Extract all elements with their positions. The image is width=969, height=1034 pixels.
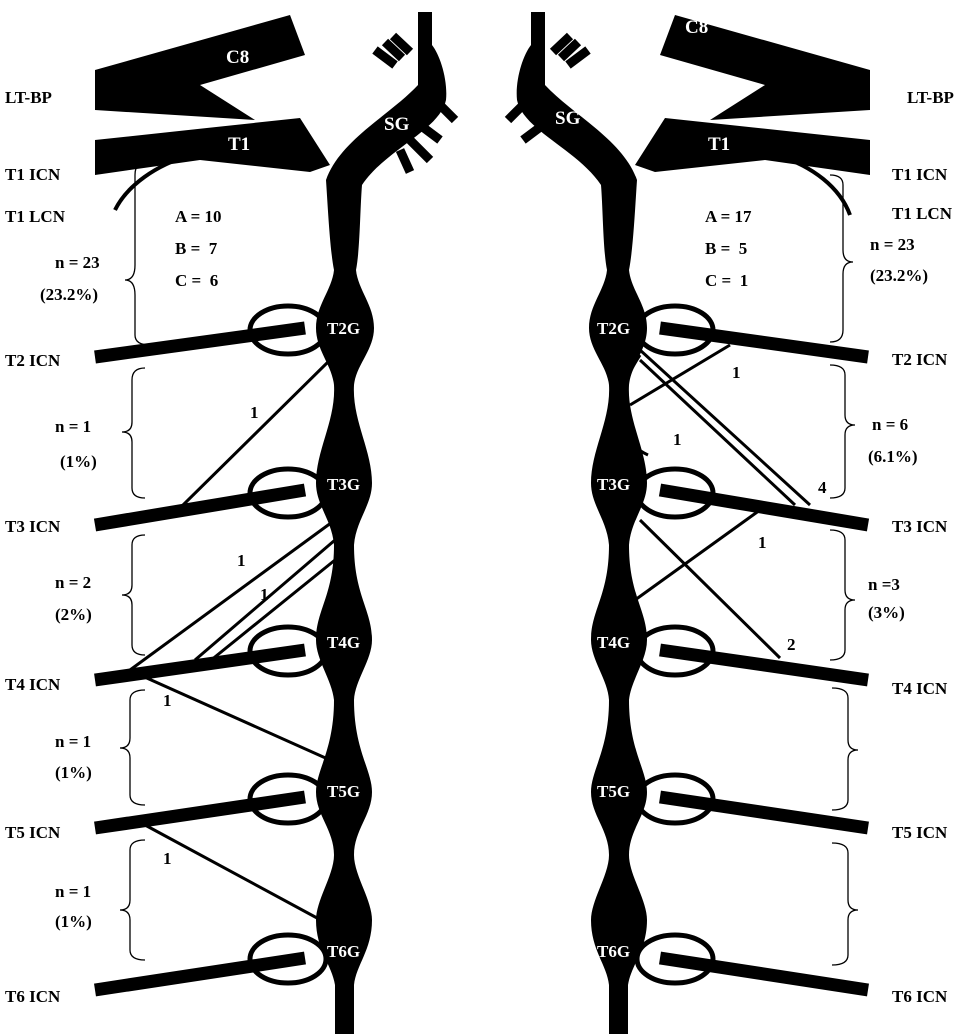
left-abc-a: A = 10	[175, 207, 222, 226]
left-group1-pct: (23.2%)	[40, 285, 98, 304]
left-t4-icn-label: T4 ICN	[5, 675, 61, 694]
left-t3g-label: T3G	[327, 475, 360, 494]
right-count-label: 4	[818, 478, 827, 497]
right-abc-a: A = 17	[705, 207, 752, 226]
left-group5-pct: (1%)	[55, 912, 92, 931]
left-group2-n: n = 1	[55, 417, 91, 436]
right-count-label: 1	[673, 430, 682, 449]
left-group5-n: n = 1	[55, 882, 91, 901]
left-group4-pct: (1%)	[55, 763, 92, 782]
left-diagram: SG T2G T3G T4G T5G T6G C8 T1 LT-BP T1 IC…	[5, 12, 455, 1034]
left-group3-pct: (2%)	[55, 605, 92, 624]
right-group1-pct: (23.2%)	[870, 266, 928, 285]
right-t3g-label: T3G	[597, 475, 630, 494]
left-t2-icn-label: T2 ICN	[5, 351, 61, 370]
left-bp-label: LT-BP	[5, 88, 52, 107]
left-sg-label: SG	[384, 114, 410, 135]
right-t4g-label: T4G	[597, 633, 630, 652]
left-c8-label: C8	[226, 47, 249, 68]
left-t1-lcn-label: T1 LCN	[5, 207, 66, 226]
right-t5g-label: T5G	[597, 782, 630, 801]
left-t4g-label: T4G	[327, 633, 360, 652]
left-count-label: 1	[163, 849, 172, 868]
right-diagram: SG T2G T3G T4G T5G T6G C8 T1 LT-BP T1 IC…	[508, 12, 954, 1034]
left-group2-pct: (1%)	[60, 452, 97, 471]
right-count-label: 2	[787, 635, 796, 654]
right-t2g-label: T2G	[597, 319, 630, 338]
right-t1-root	[635, 118, 870, 175]
right-t1-icn-label: T1 ICN	[892, 165, 948, 184]
left-t1-icn-label: T1 ICN	[5, 165, 61, 184]
right-sg-label: SG	[555, 108, 581, 129]
right-group2-pct: (6.1%)	[868, 447, 918, 466]
left-t5-icn-label: T5 ICN	[5, 823, 61, 842]
left-t6g-label: T6G	[327, 942, 360, 961]
right-group1-n: n = 23	[870, 235, 915, 254]
left-icn-nerves	[95, 328, 305, 990]
right-t6-icn-label: T6 ICN	[892, 987, 948, 1006]
right-c8-label: C8	[685, 17, 708, 38]
right-count-label: 1	[732, 363, 741, 382]
right-t4-icn-label: T4 ICN	[892, 679, 948, 698]
left-c8-root	[95, 15, 305, 120]
right-t5-icn-label: T5 ICN	[892, 823, 948, 842]
left-t1-root	[95, 118, 330, 175]
right-group2-n: n = 6	[872, 415, 908, 434]
left-t2g-label: T2G	[327, 319, 360, 338]
left-t5g-label: T5G	[327, 782, 360, 801]
left-count-label: 1	[237, 551, 246, 570]
left-crossing-connections	[130, 360, 335, 925]
left-t3-icn-label: T3 ICN	[5, 517, 61, 536]
left-group4-n: n = 1	[55, 732, 91, 751]
left-group1-n: n = 23	[55, 253, 100, 272]
left-count-label: 1	[250, 403, 259, 422]
right-t2-icn-label: T2 ICN	[892, 350, 948, 369]
left-abc-b: B = 7	[175, 239, 218, 258]
right-group3-pct: (3%)	[868, 603, 905, 622]
right-t1-lcn-label: T1 LCN	[892, 204, 953, 223]
left-t6-icn-label: T6 ICN	[5, 987, 61, 1006]
left-braces	[120, 160, 150, 960]
right-abc-b: B = 5	[705, 239, 747, 258]
right-t1-label: T1	[708, 134, 730, 155]
right-group3-n: n =3	[868, 575, 900, 594]
left-abc-c: C = 6	[175, 271, 218, 290]
left-count-label: 1	[163, 691, 172, 710]
right-count-label: 1	[758, 533, 767, 552]
left-t1-label: T1	[228, 134, 250, 155]
right-bp-label: LT-BP	[907, 88, 954, 107]
right-t6g-label: T6G	[597, 942, 630, 961]
right-braces	[830, 175, 858, 965]
right-abc-c: C = 1	[705, 271, 748, 290]
left-group3-n: n = 2	[55, 573, 91, 592]
left-sympathetic-trunk	[316, 12, 446, 1034]
right-t3-icn-label: T3 ICN	[892, 517, 948, 536]
right-sympathetic-trunk	[517, 12, 647, 1034]
left-icn-loops	[250, 306, 326, 983]
left-count-label: 1	[260, 585, 269, 604]
